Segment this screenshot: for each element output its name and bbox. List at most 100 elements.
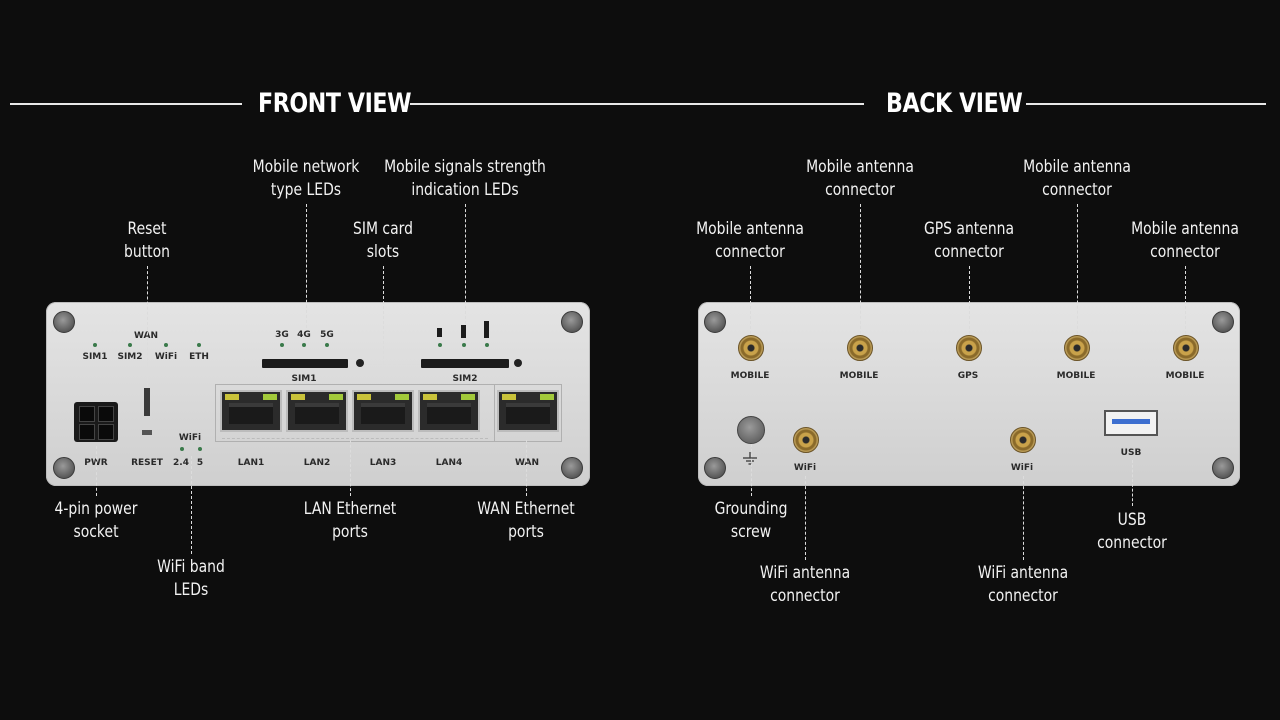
leader-wan	[526, 440, 527, 496]
leader-wifi-1	[805, 476, 806, 560]
label-wifi-led: WiFi	[154, 352, 178, 362]
front-rule-right	[410, 103, 864, 105]
5g-led	[325, 343, 329, 347]
wifi-antenna-connector-1[interactable]	[793, 427, 819, 453]
label-sim2: SIM2	[452, 374, 478, 384]
lan3-port[interactable]	[352, 390, 414, 432]
label-sim1-led: SIM1	[82, 352, 108, 362]
label-lan3: LAN3	[369, 458, 397, 468]
sim1-slot	[262, 359, 348, 368]
label-wifi-1: WiFi	[793, 463, 817, 473]
label-usb: USB	[1120, 448, 1142, 458]
mobile-antenna-connector-2[interactable]	[847, 335, 873, 361]
wifi-led	[164, 343, 168, 347]
leader-wifi-band	[191, 456, 192, 554]
lan2-port[interactable]	[286, 390, 348, 432]
label-2-4: 2.4	[173, 458, 189, 468]
front-screw-bl	[53, 457, 75, 479]
usb-port[interactable]	[1104, 410, 1158, 436]
sim1-eject-hole	[356, 359, 364, 367]
label-wifi-2: WiFi	[1010, 463, 1034, 473]
ground-symbol-icon	[742, 452, 758, 466]
label-eth-led: ETH	[189, 352, 209, 362]
back-screw-bl	[704, 457, 726, 479]
wifi-24-led	[180, 447, 184, 451]
label-5: 5	[196, 458, 204, 468]
mobile-antenna-connector-1[interactable]	[738, 335, 764, 361]
wan-port-frame	[494, 384, 562, 442]
sim2-led	[128, 343, 132, 347]
mobile-antenna-connector-3[interactable]	[1064, 335, 1090, 361]
front-screw-tl	[53, 311, 75, 333]
label-lan1: LAN1	[237, 458, 265, 468]
leader-mobile-2	[860, 204, 861, 334]
wifi-antenna-connector-2[interactable]	[1010, 427, 1036, 453]
leader-mobile-1	[750, 266, 751, 334]
lan4-port[interactable]	[418, 390, 480, 432]
leader-sim	[383, 266, 384, 364]
label-mobile-2: MOBILE	[839, 371, 879, 381]
reset-button[interactable]	[144, 388, 150, 416]
label-mobile-1: MOBILE	[730, 371, 770, 381]
4g-led	[302, 343, 306, 347]
leader-signal	[465, 204, 466, 324]
back-rule-right	[1026, 103, 1266, 105]
label-reset: RESET	[131, 458, 163, 468]
leader-wifi-2	[1023, 476, 1024, 560]
label-3g: 3G	[275, 330, 289, 340]
wifi-5-led	[198, 447, 202, 451]
back-screw-tr	[1212, 311, 1234, 333]
leader-mobile-3	[1077, 204, 1078, 334]
front-rule-left	[10, 103, 242, 105]
eth-led	[197, 343, 201, 347]
back-screw-br	[1212, 457, 1234, 479]
leader-power	[96, 446, 97, 496]
label-sim2-led: SIM2	[117, 352, 143, 362]
front-view-heading: FRONT VIEW	[258, 88, 412, 119]
label-lan4: LAN4	[435, 458, 463, 468]
leader-usb	[1132, 460, 1133, 506]
grounding-screw[interactable]	[737, 416, 765, 444]
sim2-eject-hole	[514, 359, 522, 367]
sim2-slot	[421, 359, 509, 368]
mobile-antenna-connector-4[interactable]	[1173, 335, 1199, 361]
power-socket[interactable]	[74, 402, 118, 442]
label-mobile-3: MOBILE	[1056, 371, 1096, 381]
gps-antenna-connector[interactable]	[956, 335, 982, 361]
wan-port[interactable]	[497, 390, 559, 432]
reset-hole	[142, 430, 152, 435]
front-screw-br	[561, 457, 583, 479]
front-screw-tr	[561, 311, 583, 333]
label-4g: 4G	[297, 330, 311, 340]
leader-gps	[969, 266, 970, 334]
leader-lan-horizontal	[222, 438, 488, 439]
label-wan-led: WAN	[133, 331, 159, 341]
leader-mobile-4	[1185, 266, 1186, 334]
leader-ground	[751, 444, 752, 496]
label-wan-port: WAN	[514, 458, 540, 468]
lan1-port[interactable]	[220, 390, 282, 432]
label-lan2: LAN2	[303, 458, 331, 468]
signal-bar-3	[484, 321, 489, 338]
back-view-heading: BACK VIEW	[886, 88, 1023, 119]
signal-led-2	[462, 343, 466, 347]
leader-sim-horizontal	[364, 364, 420, 365]
label-wifi: WiFi	[178, 433, 202, 443]
leader-reset	[147, 266, 148, 386]
signal-bar-2	[461, 325, 466, 338]
label-sim1: SIM1	[291, 374, 317, 384]
